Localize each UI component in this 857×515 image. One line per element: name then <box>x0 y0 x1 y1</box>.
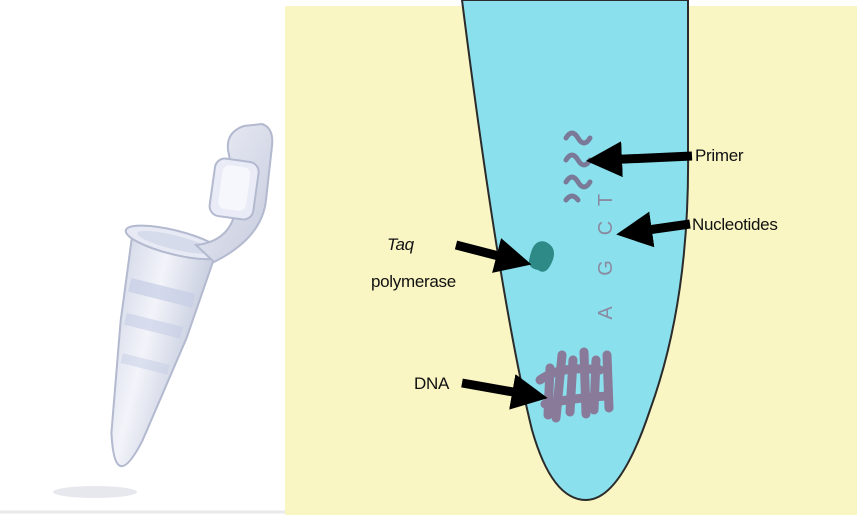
nucleotide-letter: A <box>595 306 617 320</box>
nucleotide-letter: C <box>595 221 617 235</box>
primer-label: Primer <box>695 146 743 165</box>
nucleotide-letter: T <box>595 194 617 206</box>
nucleotides-label: Nucleotides <box>692 215 778 234</box>
nucleotide-letter: G <box>595 260 617 276</box>
primer-arrow-icon <box>604 156 692 160</box>
dna-label: DNA <box>414 374 449 393</box>
polymerase-label: polymerase <box>371 272 456 291</box>
taq-label: Taq <box>387 235 414 254</box>
